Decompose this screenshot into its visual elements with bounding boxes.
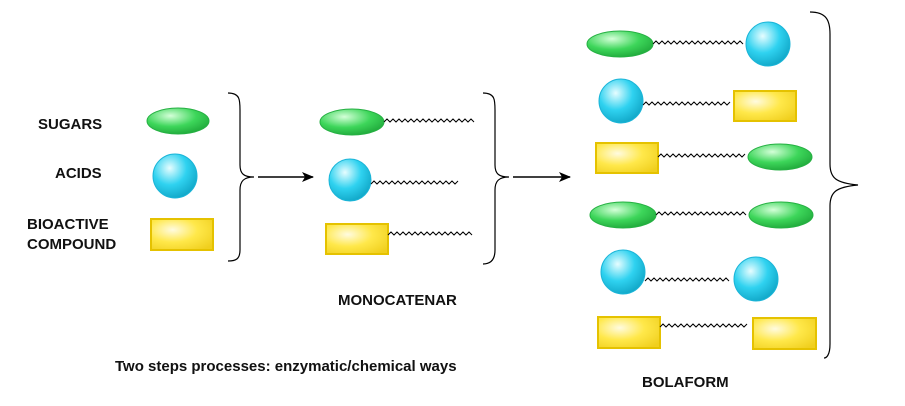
label-acids: ACIDS [55,165,102,182]
monocatenar-caption: MONOCATENAR [338,292,457,309]
bolaform-row2-bioactive [733,90,797,122]
brace-middle [482,92,510,265]
bolaform-caption: BOLAFORM [642,374,729,391]
bolaform-row4-sugar-left [589,201,657,229]
monocatenar-group [319,108,475,255]
bolaform-row1-chain [652,40,744,45]
monocatenar-bioactive [325,223,389,255]
label-bioactive: BIOACTIVE [27,216,109,233]
sugar-ellipse [146,107,210,135]
label-sugars: SUGARS [38,116,102,133]
monocatenar-chain-bioactive [387,231,473,236]
bolaform-row4-chain [655,211,747,216]
bolaform-row3-bioactive [595,142,659,174]
bolaform-row6-chain [659,323,748,328]
bolaform-row1-acid [745,21,791,67]
label-compound: COMPOUND [27,236,116,253]
bolaform-row6-bioactive-right [752,317,817,350]
bioactive-rect [150,218,214,251]
bolaform-row2-chain [642,101,731,106]
bolaform-row5-acid-left [600,249,646,295]
bolaform-row1-sugar [586,30,654,58]
bolaform-row3-sugar [747,143,813,171]
bolaform-row4-sugar-right [748,201,814,229]
monocatenar-chain-sugar [383,118,475,123]
bolaform-row5-acid-right [733,256,779,302]
process-caption: Two steps processes: enzymatic/chemical … [115,358,457,375]
bolaform-group [586,21,817,350]
acid-sphere [152,153,198,199]
monocatenar-acid [328,158,372,202]
bolaform-row2-acid [598,78,644,124]
monocatenar-chain-acid [370,180,459,185]
bolaform-row6-bioactive-left [597,316,661,349]
bolaform-row5-chain [644,277,730,282]
monocatenar-sugar [319,108,385,136]
brace-left [227,92,255,262]
bolaform-row3-chain [657,153,746,158]
brace-right [809,11,859,359]
